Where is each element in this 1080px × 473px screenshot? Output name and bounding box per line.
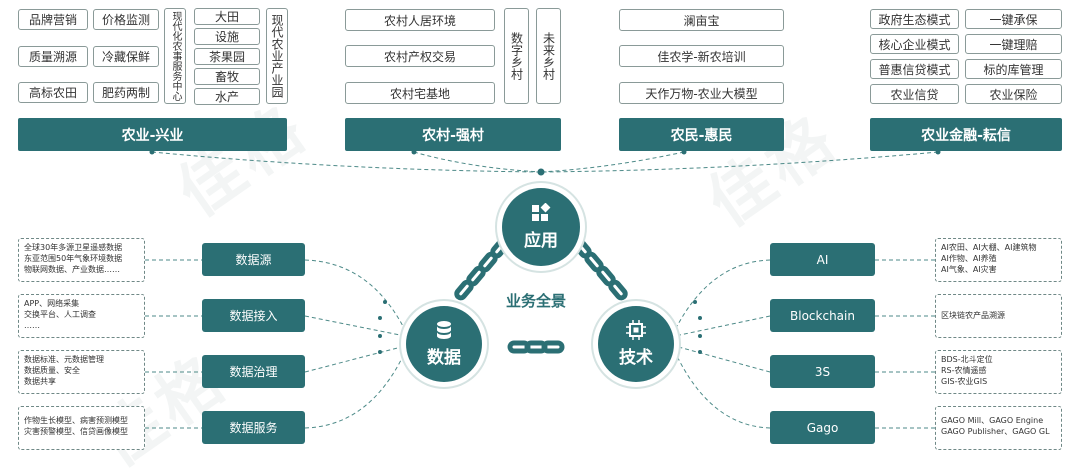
pillar4-item: 政府生态模式 [870, 9, 959, 29]
detail-line: GAGO Publisher、GAGO GL [941, 427, 1050, 436]
right-label-gago: Gago [770, 411, 875, 444]
right-detail-box: GAGO Mill、GAGO Engine GAGO Publisher、GAG… [935, 406, 1062, 450]
chip-icon [626, 320, 646, 340]
pillar2-item: 农村人居环境 [345, 9, 495, 31]
pillar4-title: 农业金融-耘信 [870, 118, 1062, 151]
detail-line: 交换平台、人工调查 [24, 310, 96, 319]
detail-line: APP、网络采集 [24, 299, 80, 308]
pillar2-item: 农村产权交易 [345, 45, 495, 67]
pillar4-item: 核心企业模式 [870, 34, 959, 54]
pillar4-item: 一键理赔 [965, 34, 1062, 54]
detail-line: AI气象、AI灾害 [941, 265, 997, 274]
pillar1-item: 肥药两制 [93, 82, 159, 103]
detail-line: BDS-北斗定位 [941, 355, 993, 364]
pillar1-mid-item: 畜牧 [194, 68, 260, 85]
pillar2-title: 农村-强村 [345, 118, 561, 151]
pillar1-item: 高标农田 [18, 82, 88, 103]
detail-line: GIS-农业GIS [941, 377, 988, 386]
pillar1-vertical-label: 现代农业产业园 [266, 8, 288, 104]
detail-line: 物联网数据、产业数据…… [24, 265, 120, 274]
database-icon [437, 321, 451, 339]
right-label-3s: 3S [770, 355, 875, 388]
pillar2-vertical-label: 数字乡村 [504, 8, 529, 104]
pillar3-item: 天作万物-农业大模型 [619, 82, 784, 104]
pillar1-item: 品牌营销 [18, 9, 88, 30]
left-detail-box: 数据标准、元数据管理 数据质量、安全 数据共享 [18, 350, 145, 394]
pillar1-title: 农业-兴业 [18, 118, 287, 151]
pillar2-item: 农村宅基地 [345, 82, 495, 104]
detail-line: 作物生长模型、病害预测模型 [24, 416, 128, 425]
right-detail-box: 区块链农产品溯源 [935, 294, 1062, 338]
chain-icon-right [572, 237, 628, 301]
detail-line: …… [24, 321, 40, 330]
detail-line: GAGO Mill、GAGO Engine [941, 416, 1044, 425]
pillar1-mid-item: 设施 [194, 28, 260, 45]
detail-line: 东亚范围50年气象环境数据 [24, 254, 123, 263]
pillar3-title: 农民-惠民 [619, 118, 784, 151]
detail-line: 灾害预警模型、信贷画像模型 [24, 427, 128, 436]
chain-icon-bottom [507, 340, 565, 354]
pillar1-mid-item: 茶果园 [194, 48, 260, 65]
pillar3-item: 澜亩宝 [619, 9, 784, 31]
panorama-label: 业务全景 [506, 292, 567, 310]
right-detail-box: AI农田、AI大棚、AI建筑物 AI作物、AI养殖 AI气象、AI灾害 [935, 238, 1062, 282]
left-detail-box: 作物生长模型、病害预测模型 灾害预警模型、信贷画像模型 [18, 406, 145, 450]
tech-node-label: 技术 [619, 348, 653, 368]
data-node-label: 数据 [427, 348, 461, 368]
pillar1-vertical-label: 现代化农事服务中心 [164, 8, 186, 104]
pillar1-mid-item: 大田 [194, 8, 260, 25]
left-detail-box: 全球30年多源卫星遥感数据 东亚范围50年气象环境数据 物联网数据、产业数据…… [18, 238, 145, 282]
pillar1-item: 冷藏保鲜 [93, 46, 159, 67]
detail-line: AI农田、AI大棚、AI建筑物 [941, 243, 1037, 252]
data-node: 数据 [406, 306, 482, 382]
app-node-label: 应用 [524, 231, 558, 251]
pillar4-item: 普惠信贷模式 [870, 59, 959, 79]
pillar1-item: 价格监测 [93, 9, 159, 30]
pillar2-vertical-label: 未来乡村 [536, 8, 561, 104]
pillar4-item: 一键承保 [965, 9, 1062, 29]
left-label-data-governance: 数据治理 [202, 355, 305, 388]
detail-line: 数据标准、元数据管理 [24, 355, 104, 364]
pillar3-item: 佳农学-新农培训 [619, 45, 784, 67]
tech-node: 技术 [598, 306, 674, 382]
app-node: 应用 [502, 188, 580, 266]
detail-line: AI作物、AI养殖 [941, 254, 997, 263]
detail-line: RS-农情遥感 [941, 366, 987, 375]
pillar1-item: 质量溯源 [18, 46, 88, 67]
detail-line: 数据共享 [24, 377, 56, 386]
left-label-data-access: 数据接入 [202, 299, 305, 332]
detail-line: 区块链农产品溯源 [941, 311, 1005, 320]
left-detail-box: APP、网络采集 交换平台、人工调查 …… [18, 294, 145, 338]
right-label-blockchain: Blockchain [770, 299, 875, 332]
detail-line: 数据质量、安全 [24, 366, 80, 375]
chain-icon-left [454, 237, 510, 301]
detail-line: 全球30年多源卫星遥感数据 [24, 243, 123, 252]
right-label-ai: AI [770, 243, 875, 276]
left-label-data-source: 数据源 [202, 243, 305, 276]
right-detail-box: BDS-北斗定位 RS-农情遥感 GIS-农业GIS [935, 350, 1062, 394]
pillar4-item: 标的库管理 [965, 59, 1062, 79]
app-grid-icon [532, 203, 551, 221]
pillar4-item: 农业信贷 [870, 84, 959, 104]
pillar4-item: 农业保险 [965, 84, 1062, 104]
left-label-data-service: 数据服务 [202, 411, 305, 444]
pillar1-mid-item: 水产 [194, 88, 260, 105]
